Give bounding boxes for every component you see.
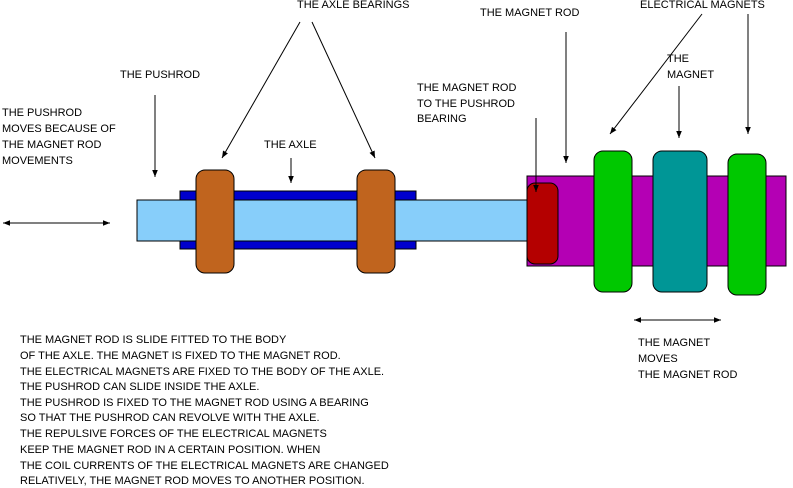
label-magnet-rod-bearing-1: THE MAGNET ROD: [417, 82, 516, 94]
description-line: THE PUSHROD CAN SLIDE INSIDE THE AXLE.: [20, 381, 259, 393]
description-line: SO THAT THE PUSHROD CAN REVOLVE WITH THE…: [20, 412, 320, 424]
label-pushrod: THE PUSHROD: [120, 69, 200, 81]
label-magnet-moves-1: THE MAGNET: [638, 337, 710, 349]
magnet-rod-pushrod-bearing: [526, 182, 559, 265]
description-line: THE REPULSIVE FORCES OF THE ELECTRICAL M…: [20, 428, 327, 440]
magnet: [652, 150, 708, 293]
description-line: RELATIVELY, THE MAGNET ROD MOVES TO ANOT…: [20, 475, 365, 487]
description-line: THE ELECTRICAL MAGNETS ARE FIXED TO THE …: [20, 366, 384, 378]
label-pushrod-moves-3: THE MAGNET ROD: [2, 139, 101, 151]
label-the-magnet-1: THE: [667, 53, 689, 65]
label-electrical-magnets: ELECTRICAL MAGNETS: [640, 0, 765, 11]
axle-bearing-right: [356, 169, 396, 274]
label-pushrod-moves-1: THE PUSHROD: [2, 107, 82, 119]
label-magnet-moves-2: MOVES: [638, 353, 678, 365]
electrical-magnet-left: [593, 150, 633, 293]
electrical-magnet-right: [727, 153, 767, 296]
label-axle: THE AXLE: [264, 139, 317, 151]
label-axle-bearings: THE AXLE BEARINGS: [297, 0, 409, 11]
description-line: KEEP THE MAGNET ROD IN A CERTAIN POSITIO…: [20, 444, 320, 456]
label-magnet-moves-3: THE MAGNET ROD: [638, 369, 737, 381]
label-magnet-rod: THE MAGNET ROD: [480, 7, 579, 19]
axle-bearing-left: [195, 169, 235, 274]
label-pushrod-moves-4: MOVEMENTS: [2, 155, 73, 167]
label-pushrod-moves-2: MOVES BECAUSE OF: [2, 123, 116, 135]
label-magnet-rod-bearing-2: TO THE PUSHROD: [417, 98, 515, 110]
electrical-magnets-arrow-left: [609, 13, 703, 135]
axle-bearings-arrow-left: [221, 21, 301, 159]
label-the-magnet-2: MAGNET: [667, 69, 714, 81]
description-text: THE MAGNET ROD IS SLIDE FITTED TO THE BO…: [20, 334, 389, 487]
description-line: OF THE AXLE. THE MAGNET IS FIXED TO THE …: [20, 350, 341, 362]
axle-bearings-arrow-right: [311, 21, 376, 159]
description-line: THE MAGNET ROD IS SLIDE FITTED TO THE BO…: [20, 334, 287, 346]
description-line: THE COIL CURRENTS OF THE ELECTRICAL MAGN…: [20, 460, 389, 472]
label-magnet-rod-bearing-3: BEARING: [417, 113, 467, 125]
description-line: THE PUSHROD IS FIXED TO THE MAGNET ROD U…: [20, 397, 369, 409]
